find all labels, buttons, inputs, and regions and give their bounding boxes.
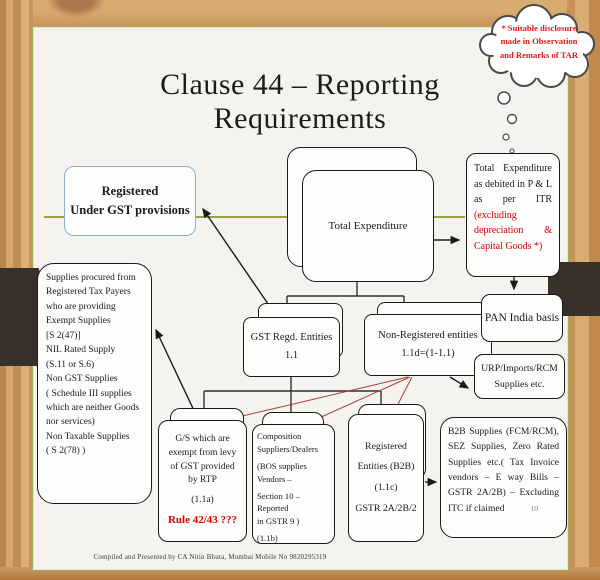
non-registered-line1: Non-Registered entities — [378, 330, 478, 342]
urp-line1: URP/Imports/RCM — [481, 362, 558, 374]
non-registered-entities-box: Non-Registered entities 1.1d=(1-1.1) — [364, 314, 492, 376]
b2b-supplies-text: B2B Supplies (FCM/RCM), SEZ Supplies, Ze… — [448, 426, 559, 514]
pan-india-box: PAN India basis — [481, 294, 563, 342]
cloud-icon — [479, 4, 595, 88]
total-expenditure-label: Total Expenditure — [328, 220, 408, 232]
itr-text-black: Total Expenditure as debited in P & L as… — [474, 163, 552, 205]
gst-regd-line1: GST Regd. Entities — [250, 332, 333, 344]
composition-box: Composition Suppliers/Dealers (BOS suppl… — [252, 424, 335, 544]
supplies-line: Registered Tax Payers — [46, 287, 131, 298]
registered-under-gst-box: Registered Under GST provisions — [64, 166, 196, 236]
frame-corner-stain — [46, 0, 106, 18]
supplies-line: ( S 2(78) ) — [46, 446, 86, 457]
exempt-rule-note: Rule 42/43 ??? — [167, 513, 238, 526]
gst-regd-entities-box: GST Regd. Entities 1.1 — [243, 317, 340, 377]
supplies-line: Exempt Supplies — [46, 316, 111, 327]
urp-imports-box: URP/Imports/RCM Supplies etc. — [474, 354, 565, 399]
composition-line: Vendors – — [257, 473, 292, 484]
exempt-line: G/S which are — [175, 434, 230, 445]
callout-line: made in Observation — [500, 36, 578, 47]
exempt-line: by RTP — [188, 475, 217, 486]
urp-line2: Supplies etc. — [494, 378, 545, 390]
b2b-entities-box: Registered Entities (B2B) (1.1c) GSTR 2A… — [348, 414, 424, 542]
supplies-line: NIL Rated Supply — [46, 345, 116, 356]
gst-regd-line2: 1.1 — [284, 350, 299, 361]
dark-band-left — [0, 268, 42, 366]
exempt-ref: (1.1a) — [191, 495, 214, 506]
composition-line: Composition — [257, 431, 302, 441]
exempt-gs-box: G/S which are exempt from levy of GST pr… — [158, 420, 247, 542]
supplies-line: which are neither Goods — [46, 402, 140, 413]
b2b-entities-line1: Registered — [365, 440, 407, 452]
slide-page-number: 10 — [530, 503, 538, 513]
composition-line: (BOS supplies — [257, 460, 307, 471]
registered-line1: Registered — [101, 184, 159, 199]
supplies-line: (S.11 or S.6) — [46, 359, 95, 370]
exempt-line: exempt from levy — [168, 447, 237, 458]
composition-ref: (1.1b) — [257, 533, 278, 544]
pan-india-label: PAN India basis — [484, 312, 560, 324]
b2b-entities-line2: Entities (B2B) — [357, 461, 415, 473]
supplies-line: Non Taxable Supplies — [46, 431, 130, 442]
supplies-line: [S 2(47)] — [46, 330, 81, 341]
non-registered-line2: 1.1d=(1-1.1) — [401, 348, 455, 359]
disclosure-callout-text: * Suitable disclosure made in Observatio… — [490, 22, 588, 62]
callout-line: and Remarks of TAR — [499, 49, 579, 60]
supplies-line: Non GST Supplies — [46, 374, 118, 385]
itr-text-red: (excluding depreciation & Capital Goods … — [474, 209, 552, 252]
b2b-entities-gstr: GSTR 2A/2B/2 — [355, 502, 417, 514]
composition-line: Suppliers/Dealers — [257, 443, 319, 454]
registered-line2: Under GST provisions — [70, 203, 190, 217]
exempt-supplies-detail-box: Supplies procured from Registered Tax Pa… — [37, 263, 152, 504]
supplies-line: Supplies procured from — [46, 273, 136, 283]
disclosure-callout: * Suitable disclosure made in Observatio… — [478, 0, 600, 94]
supplies-line: who are providing — [46, 301, 116, 312]
slide-title: Clause 44 – Reporting Requirements — [160, 68, 440, 135]
footer-credit: Compiled and Presented by CA Nitin Bhuta… — [93, 553, 327, 561]
composition-line: Section 10 – Reported — [257, 490, 300, 514]
b2b-supplies-box: B2B Supplies (FCM/RCM), SEZ Supplies, Ze… — [440, 417, 567, 538]
callout-line: * Suitable disclosure — [501, 23, 577, 33]
supplies-line: ( Schedule III supplies — [46, 388, 132, 399]
exempt-line: of GST provided — [170, 461, 235, 472]
itr-expenditure-box: Total Expenditure as debited in P & L as… — [466, 153, 560, 277]
total-expenditure-box: Total Expenditure — [302, 170, 434, 282]
composition-line: in GSTR 9 ) — [257, 516, 300, 527]
b2b-entities-ref: (1.1c) — [374, 482, 398, 493]
supplies-line: nor services) — [46, 417, 95, 428]
